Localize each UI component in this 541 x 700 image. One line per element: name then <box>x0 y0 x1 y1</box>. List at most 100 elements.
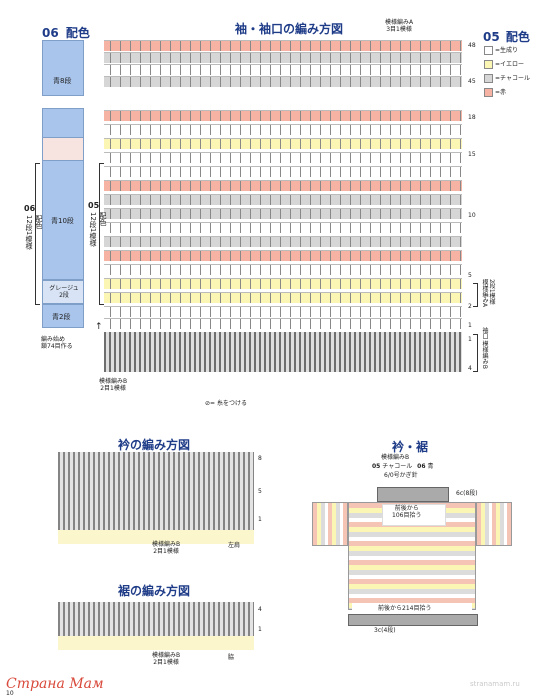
schematic-colors: 05 チャコール 06 青 <box>372 463 433 470</box>
cuff-row-number-4: 4 <box>468 365 472 372</box>
scheme-06-grayish-label: グレージュ 2段 <box>49 285 79 299</box>
collar-row-5: 5 <box>258 488 262 495</box>
hem-pickup-label: 前後から214目拾う <box>378 605 432 612</box>
cuff-pattern-band <box>104 332 462 372</box>
hem-row-1: 1 <box>258 626 262 633</box>
scheme-06-pink-block <box>42 138 84 160</box>
sleeve-stripe <box>104 194 462 205</box>
scheme-06-grayish-block: グレージュ 2段 <box>42 280 84 304</box>
schematic-color-05-num: 05 <box>372 463 381 470</box>
legend-label: =チャコール <box>495 75 530 82</box>
row-number-18: 18 <box>468 114 476 121</box>
legend-label: =生成り <box>495 47 519 54</box>
legend-label: =赤 <box>495 89 507 96</box>
scheme-05-label: 配色 <box>505 30 530 44</box>
hem-base-band <box>58 636 254 650</box>
pattern-a-bracket <box>473 283 478 307</box>
collar-diagram-title: 衿の編み方図 <box>118 438 191 452</box>
pattern-a-note: 模様編みA 3目1模様 <box>385 19 414 33</box>
sleeve-stripe <box>104 278 462 289</box>
scheme-05-side-number: 05 <box>88 201 100 210</box>
scheme-06-side-number: 06 <box>24 204 36 213</box>
legend-item: =生成り <box>484 46 540 55</box>
sleeve-stripe <box>104 166 462 177</box>
collar-rib-block <box>377 487 449 502</box>
sleeve-stripe <box>104 208 462 219</box>
hem-pattern-note: 模様編みB 2目1模様 <box>152 652 181 666</box>
page-number: 10 <box>6 690 14 697</box>
scheme-06-number: 06 <box>42 26 59 40</box>
sleeve-stripe <box>104 292 462 303</box>
scheme-05-number: 05 <box>483 30 500 44</box>
collar-chart <box>58 452 254 530</box>
schematic-title: 衿・裾 <box>392 440 429 454</box>
scheme-06-blue10-block: 青10段 <box>42 160 84 280</box>
row-number-2: 2 <box>468 303 472 310</box>
attach-yarn-text: = 糸をつける <box>210 400 247 407</box>
sleeve-stripe <box>104 180 462 191</box>
collar-pickup-label: 前後から 106目拾う <box>392 505 422 519</box>
row-number-1: 1 <box>468 322 472 329</box>
sleeve-stripe <box>104 250 462 261</box>
row-number-48: 48 <box>468 42 476 49</box>
attach-yarn-note: ⊘= 糸をつける <box>205 400 247 407</box>
sleeve-stripe <box>104 306 462 317</box>
sleeve-stripe <box>104 318 462 329</box>
row-number-15: 15 <box>468 151 476 158</box>
scheme-06-side-note: 06 配色 12段1模様 <box>24 204 43 250</box>
cuff-bracket <box>473 334 478 372</box>
legend-swatch <box>484 60 493 69</box>
hem-pickup-box <box>352 603 472 613</box>
scheme-06-label: 配色 <box>65 26 90 40</box>
hem-chart <box>58 602 254 636</box>
sleeve-stripe <box>104 138 462 149</box>
hem-row-4: 4 <box>258 606 262 613</box>
sleeve-stripe <box>104 222 462 233</box>
sleeve-stripe <box>104 52 462 63</box>
pattern-a-repeat-label: 2段1模様 模様編みA <box>481 279 495 308</box>
watermark-logo: Страна Мам <box>6 676 104 692</box>
scheme-05-bracket <box>99 163 104 305</box>
row-number-10: 10 <box>468 212 476 219</box>
watermark-site: stranamam.ru <box>470 680 520 688</box>
collar-rows-label: 6c(8段) <box>456 490 478 497</box>
collar-pickup-box <box>382 504 446 526</box>
sleeve-stripe <box>104 40 462 51</box>
scheme-06-blue10-label: 青10段 <box>51 217 74 225</box>
legend-item: =イエロー <box>484 60 540 69</box>
scheme-05-side-label: 配色 12段1模様 <box>89 212 107 247</box>
scheme-06-column: 青8段 青10段 グレージュ 2段 青2段 <box>42 40 84 332</box>
schematic-color-06: 青 <box>427 463 434 470</box>
schematic-pattern-note: 模様編みB <box>381 454 410 461</box>
legend-swatch <box>484 46 493 55</box>
scheme-05-side-note: 05 配色 12段1模様 <box>88 201 107 247</box>
legend-swatch <box>484 74 493 83</box>
scheme-05-header: 05 配色 <box>483 28 530 45</box>
sweater-left-sleeve <box>312 502 348 546</box>
sleeve-stripe <box>104 110 462 121</box>
scheme-06-blue2-block: 青2段 <box>42 304 84 328</box>
sweater-right-sleeve <box>476 502 512 546</box>
collar-pattern-note: 模様編みB 2目1模様 <box>152 541 181 555</box>
hem-rows-label: 3c(4段) <box>374 627 396 634</box>
scheme-05-legend: =生成り =イエロー =チャコール =赤 <box>484 46 540 102</box>
scheme-06-side-label: 配色 12段1模様 <box>25 215 43 250</box>
sleeve-stripe <box>104 152 462 163</box>
start-chain-note: 編み始め 鎖74目作る <box>41 336 73 350</box>
collar-row-8: 8 <box>258 455 262 462</box>
sleeve-pattern-b-note: 模様編みB 2目1模様 <box>99 378 128 392</box>
hem-side-label: 脇 <box>228 654 235 661</box>
sleeve-stripe <box>104 76 462 87</box>
sleeve-stripe <box>104 264 462 275</box>
collar-base-band <box>58 530 254 544</box>
legend-item: =赤 <box>484 88 540 97</box>
sleeve-stripe <box>104 124 462 135</box>
scheme-06-header: 06 配色 <box>42 24 90 41</box>
hem-diagram-title: 裾の編み方図 <box>118 584 191 598</box>
sleeve-stripe <box>104 236 462 247</box>
scheme-06-blue8-label: 青8段 <box>53 77 72 85</box>
schematic-color-06-num: 06 <box>417 463 426 470</box>
hem-rib-block <box>348 614 478 626</box>
sleeve-stripe <box>104 64 462 75</box>
legend-label: =イエロー <box>495 61 524 68</box>
